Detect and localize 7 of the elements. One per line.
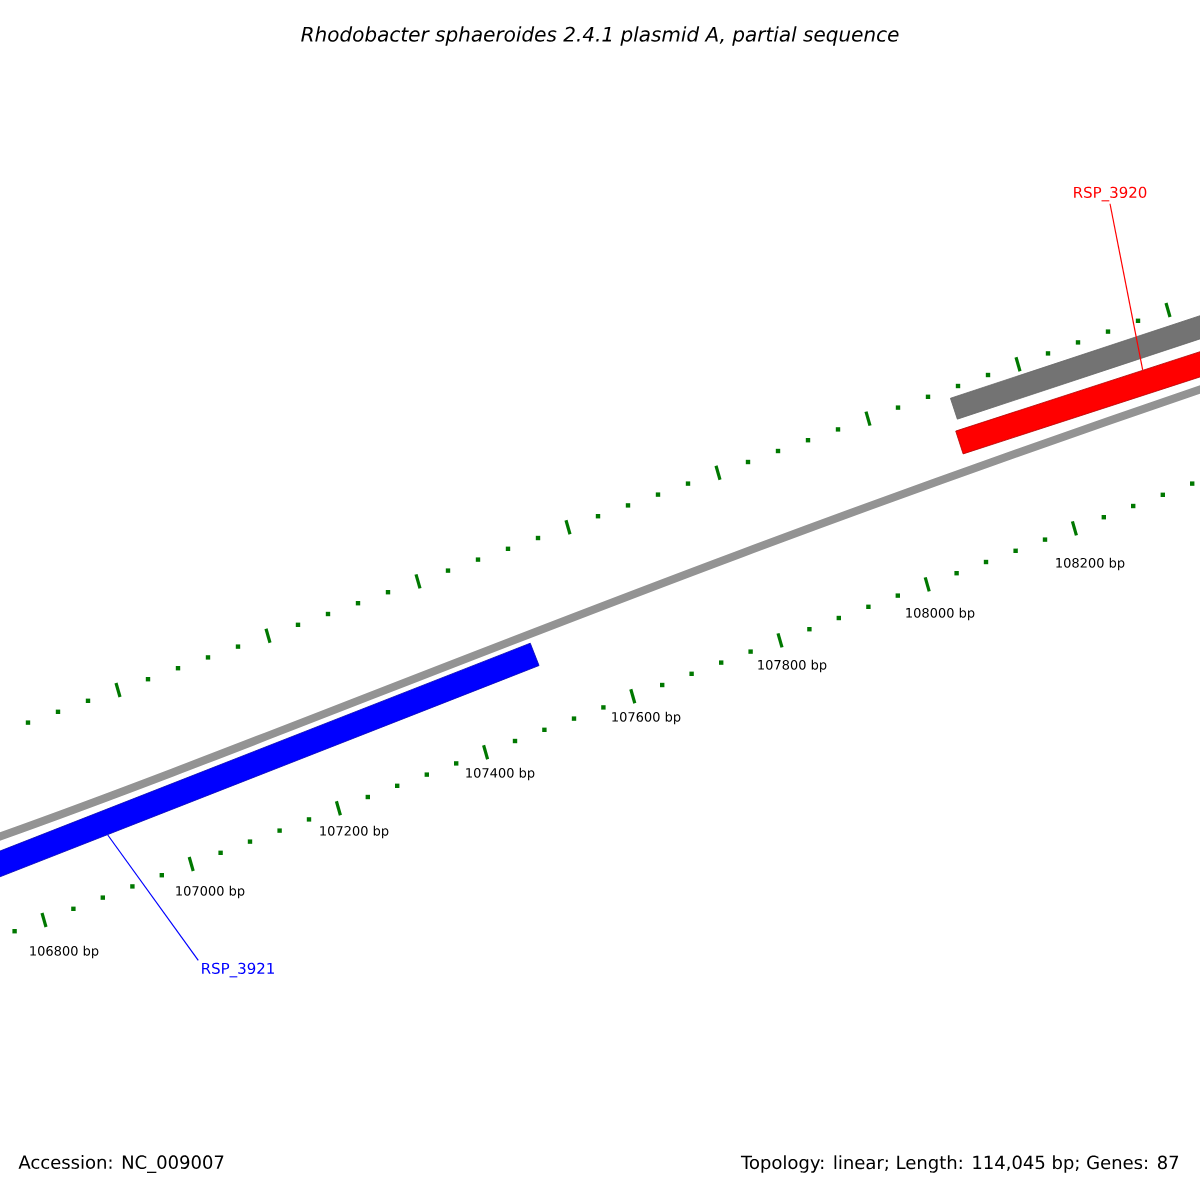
leader-line [1109, 203, 1144, 371]
gene-bar [0, 642, 540, 882]
title: Rhodobacter sphaeroides 2.4.1 plasmid A, partial sequence [301, 26, 899, 46]
footer-text: Topology: linear; Length: 114,045 bp; Genes: 87 [740, 1155, 1179, 1173]
leader-line [107, 834, 199, 961]
footer-text: Accession: NC_009007 [18, 1155, 224, 1173]
gene-bar [955, 349, 1200, 455]
